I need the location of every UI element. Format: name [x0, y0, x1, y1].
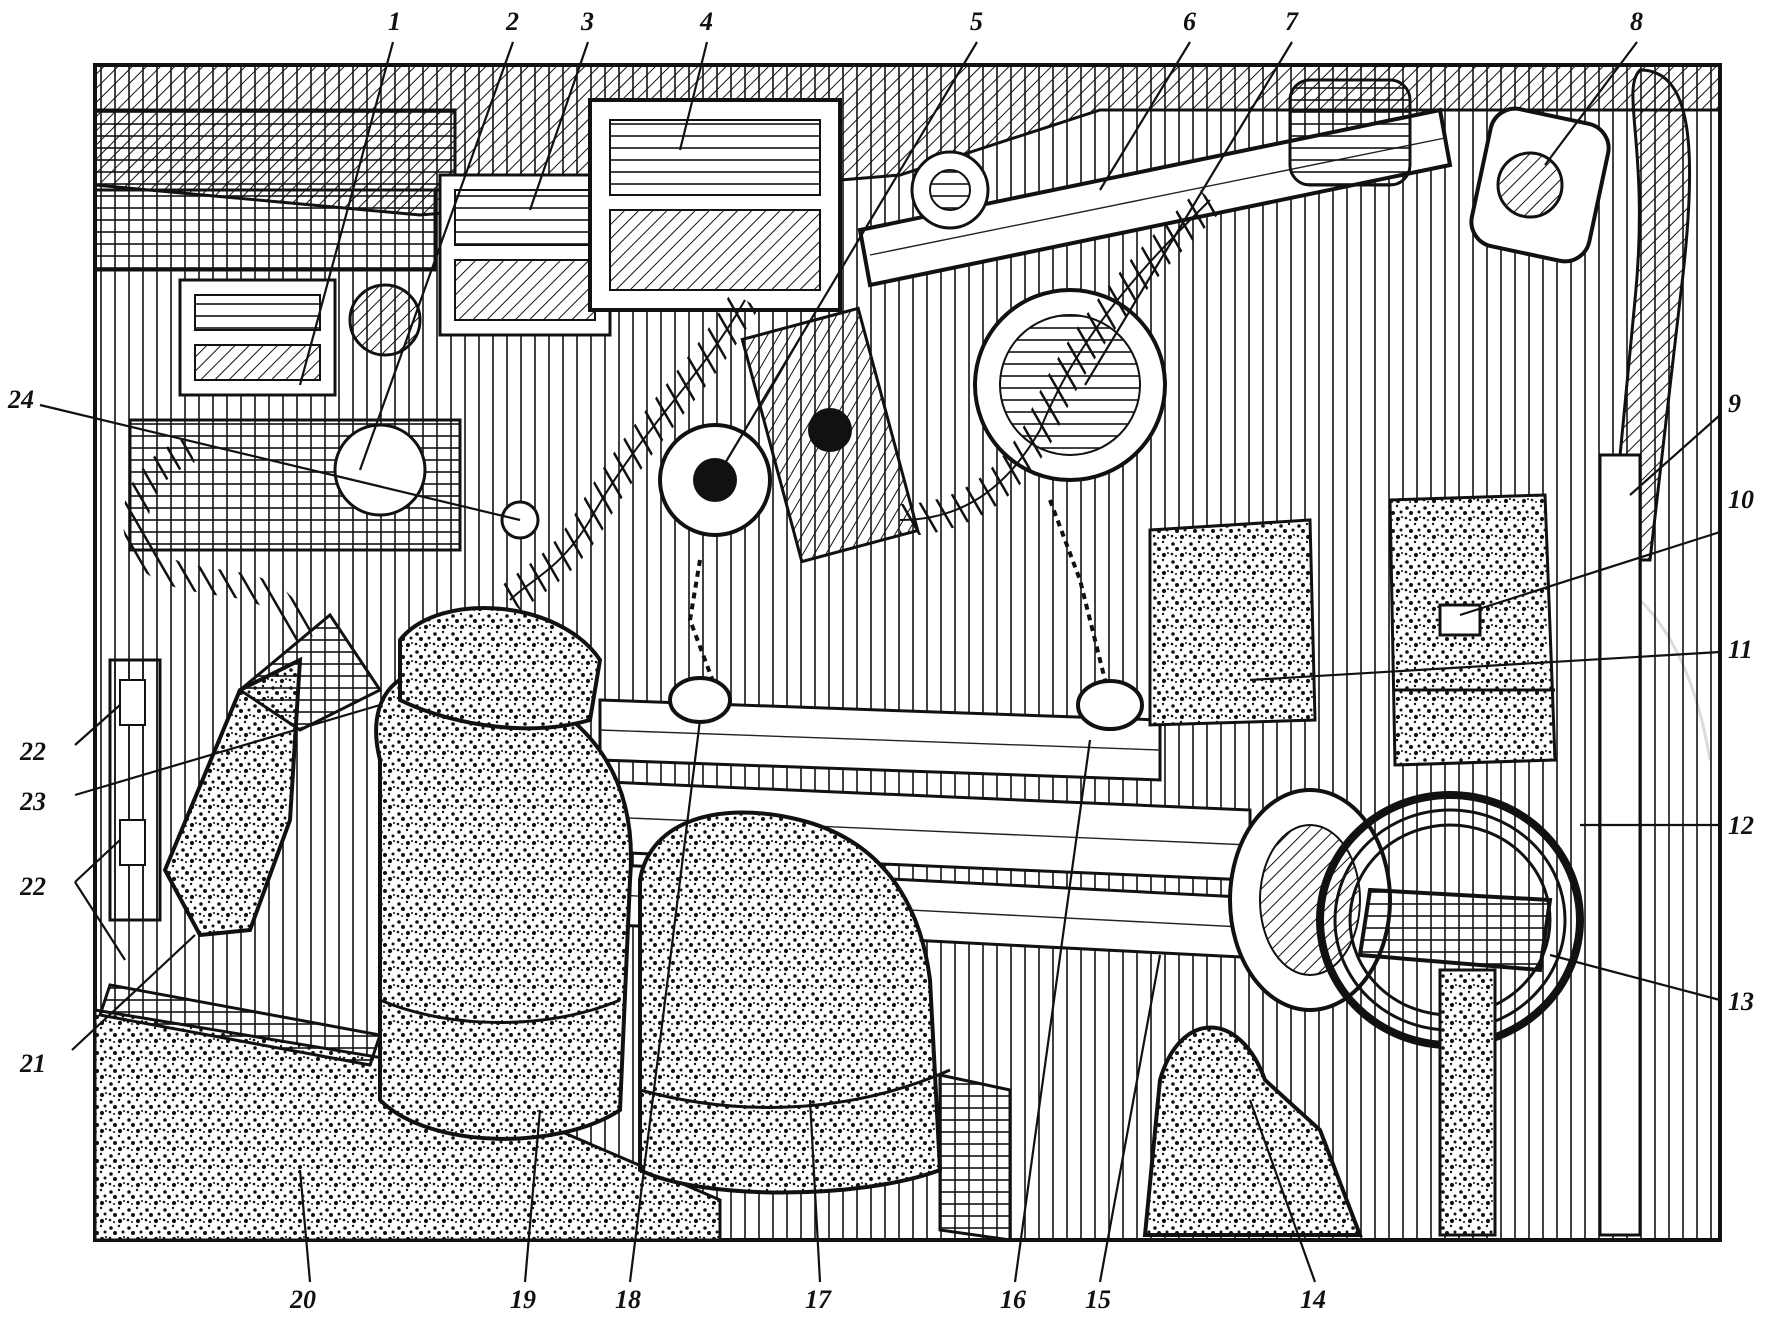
- callout-6: 6: [1183, 7, 1196, 36]
- floor-20: [93, 983, 722, 1242]
- callout-23: 23: [19, 787, 46, 816]
- pouch-10-11: [1388, 493, 1557, 767]
- bag-17: [638, 810, 951, 1195]
- bag-19: [374, 666, 633, 1141]
- chains: [668, 499, 1144, 731]
- callout-10: 10: [1728, 485, 1754, 514]
- lamp-8: [1469, 106, 1611, 264]
- callout-21: 21: [19, 1049, 46, 1078]
- hanging-sleeve-21: [162, 612, 383, 938]
- callout-22-upper: 22: [19, 737, 46, 766]
- bag-14: [1142, 1025, 1363, 1237]
- callout-1: 1: [388, 7, 401, 36]
- pouch-left: [1148, 518, 1317, 727]
- callout-12: 12: [1728, 811, 1754, 840]
- callout-2: 2: [505, 7, 519, 36]
- callout-18: 18: [615, 1285, 641, 1314]
- vertical-pipe-9: [1598, 68, 1712, 1237]
- callout-15: 15: [1085, 1285, 1111, 1314]
- tool-13: [1357, 887, 1553, 1237]
- instrument-box-4: [588, 98, 842, 312]
- overhead-pipe-6: [857, 78, 1453, 288]
- callout-3: 3: [580, 7, 594, 36]
- wall-clips-22: [108, 658, 162, 922]
- lower-board: [938, 1073, 1012, 1242]
- callout-7: 7: [1285, 7, 1299, 36]
- instrument-box-1: [178, 278, 337, 397]
- callout-13: 13: [1728, 987, 1754, 1016]
- leader-lines: [39, 41, 1721, 1283]
- instrument-box-3: [438, 173, 612, 337]
- left-instrument-cluster: [128, 283, 540, 552]
- callout-22-lower: 22: [19, 872, 46, 901]
- callout-20: 20: [289, 1285, 316, 1314]
- callout-16: 16: [1000, 1285, 1026, 1314]
- callout-9: 9: [1728, 389, 1741, 418]
- valve-5: [658, 306, 920, 564]
- callout-17: 17: [805, 1285, 832, 1314]
- bag-23: [398, 606, 603, 731]
- callout-labels: 1 2 3 4 5 6 7 8 9 10 11 12 13 14 15 16 1…: [7, 7, 1754, 1314]
- callout-8: 8: [1630, 7, 1643, 36]
- callout-19: 19: [510, 1285, 536, 1314]
- callout-11: 11: [1728, 635, 1753, 664]
- callout-14: 14: [1300, 1285, 1326, 1314]
- callout-4: 4: [699, 7, 713, 36]
- callout-5: 5: [970, 7, 983, 36]
- callout-24: 24: [7, 385, 34, 414]
